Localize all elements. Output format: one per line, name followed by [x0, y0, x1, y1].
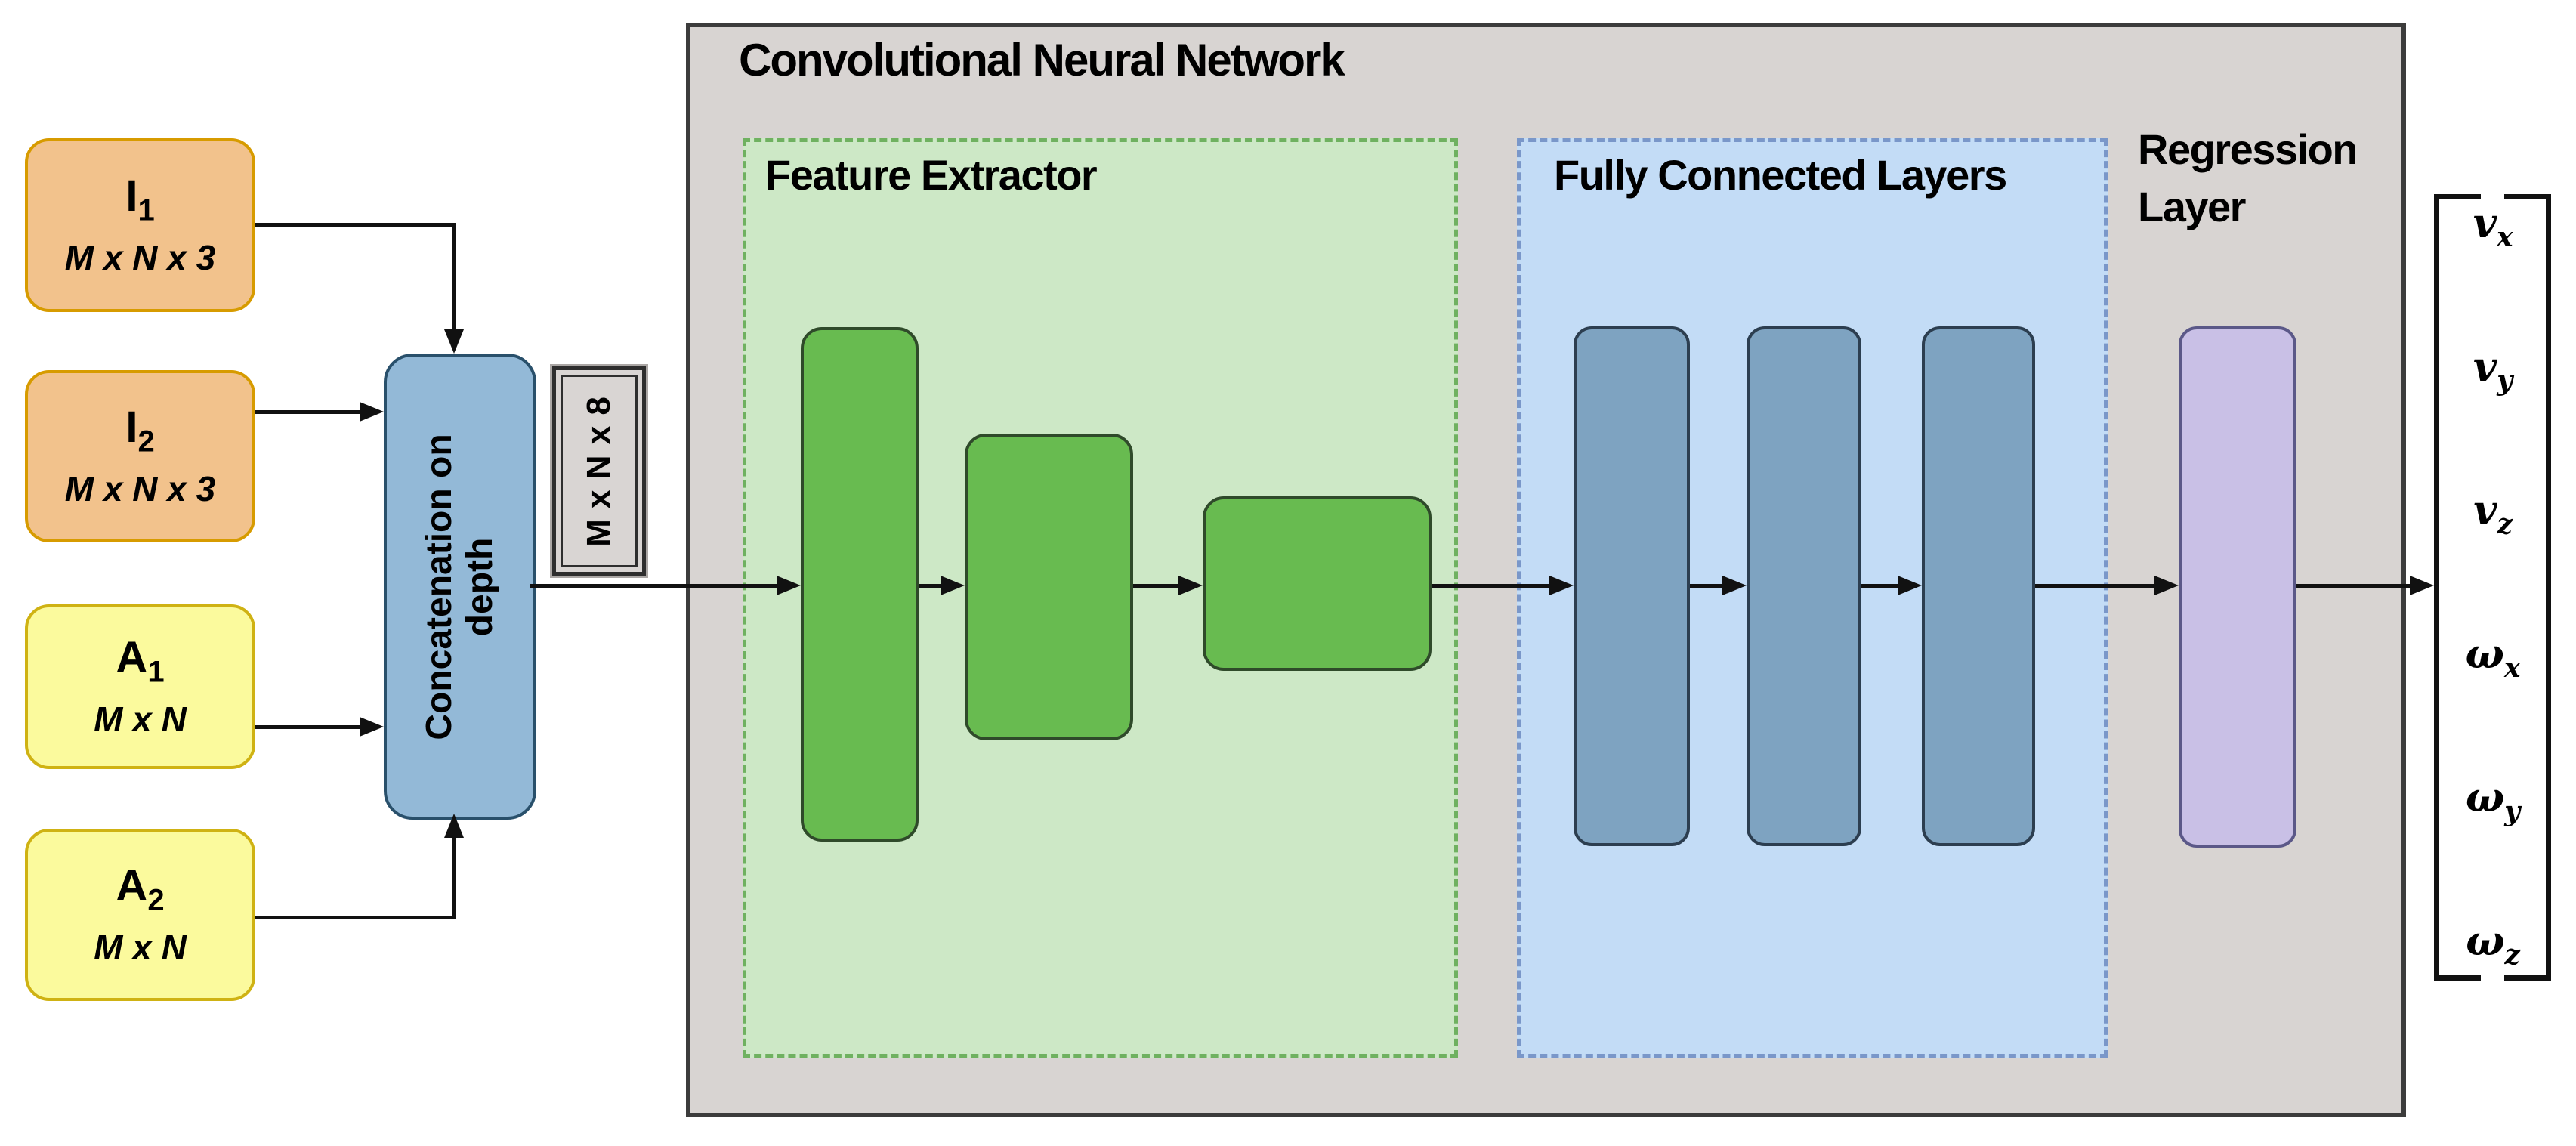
arrowhead-a2-up: [444, 814, 464, 838]
arrow-a2-segment-v: [452, 836, 456, 919]
cnn-title: Convolutional Neural Network: [739, 35, 1345, 85]
conv-layer-block-3: [1203, 496, 1432, 671]
arrow-concat-to-conv1: [530, 584, 778, 588]
arrowhead-a1: [360, 717, 384, 737]
fc-layer-block-1: [1574, 326, 1690, 846]
arrowhead-i1-down: [444, 329, 464, 354]
tensor-size-label: M x N x 8: [580, 395, 617, 547]
fc-layer-block-3: [1922, 326, 2035, 846]
regression-layer-label: Regression Layer: [2138, 121, 2358, 236]
conv-layer-block-1: [801, 327, 919, 842]
output-vy: vy: [2473, 342, 2513, 397]
feature-extractor-label: Feature Extractor: [765, 151, 1098, 199]
output-wz: ωz: [2466, 916, 2520, 971]
concatenation-node: Concatenation on depth: [384, 354, 536, 820]
fully-connected-label: Fully Connected Layers: [1554, 151, 2007, 199]
input-i2-dims: M x N x 3: [64, 469, 216, 509]
output-vx: vx: [2473, 199, 2513, 253]
arrow-i1-segment-v: [452, 223, 456, 331]
tensor-size-box: M x N x 8: [552, 366, 646, 576]
arrow-fc3-to-regression: [2035, 584, 2156, 588]
regression-layer-block: [2179, 326, 2296, 848]
arrowhead-i2: [360, 402, 384, 422]
arrowhead-fc1: [1549, 576, 1574, 595]
input-a1-dims: M x N: [94, 700, 187, 740]
arrow-i1-segment-h: [255, 223, 456, 227]
tensor-size-inner-frame: M x N x 8: [561, 375, 638, 567]
output-wy: ωy: [2465, 773, 2521, 827]
arrowhead-fc2: [1722, 576, 1747, 595]
arrow-fc2-to-fc3: [1861, 584, 1899, 588]
arrow-i2: [255, 410, 361, 414]
input-a2-title: A2: [116, 860, 165, 917]
input-i1-title: I1: [125, 171, 155, 227]
arrow-a2-segment-h: [255, 916, 456, 919]
arrow-a1: [255, 725, 361, 729]
output-vector-bracket-right: [2504, 194, 2551, 981]
input-a2-dims: M x N: [94, 928, 187, 968]
arrow-fc1-to-fc2: [1690, 584, 1724, 588]
arrowhead-conv1: [777, 576, 801, 595]
input-node-i2: I2 M x N x 3: [25, 370, 255, 542]
regression-label-line2: Layer: [2138, 183, 2246, 230]
regression-label-line1: Regression: [2138, 125, 2358, 173]
arrowhead-conv2: [941, 576, 965, 595]
input-node-a1: A1 M x N: [25, 604, 255, 769]
arrow-conv1-to-conv2: [919, 584, 942, 588]
input-a1-title: A1: [116, 632, 165, 689]
arrow-conv2-to-conv3: [1133, 584, 1180, 588]
output-vector-bracket-left: [2434, 194, 2481, 981]
arrowhead-conv3: [1178, 576, 1203, 595]
conv-layer-block-2: [965, 434, 1133, 740]
output-wx: ωx: [2465, 629, 2521, 684]
arrowhead-output: [2410, 576, 2434, 595]
input-node-i1: I1 M x N x 3: [25, 138, 255, 312]
arrowhead-fc3: [1898, 576, 1922, 595]
input-i1-dims: M x N x 3: [64, 238, 216, 278]
concatenation-label: Concatenation on depth: [419, 433, 500, 740]
arrow-conv3-to-fc1: [1432, 584, 1551, 588]
output-vz: vz: [2473, 486, 2513, 540]
input-node-a2: A2 M x N: [25, 829, 255, 1001]
arrow-regression-to-output: [2296, 584, 2411, 588]
fc-layer-block-2: [1747, 326, 1861, 846]
arrowhead-regression: [2154, 576, 2179, 595]
input-i2-title: I2: [125, 402, 155, 459]
